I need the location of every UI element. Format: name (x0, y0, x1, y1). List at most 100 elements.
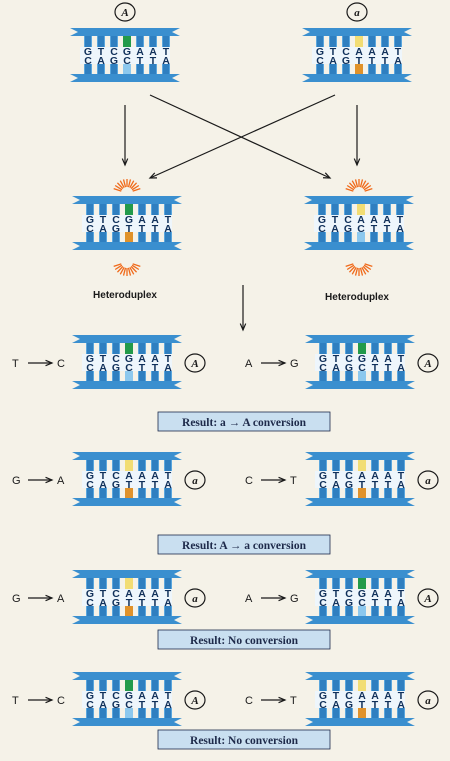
bottom-base: T (385, 479, 392, 491)
row3-result-text: Result: No conversion (190, 735, 299, 747)
mismatch-bottom-block (358, 369, 366, 381)
bottom-base: A (329, 55, 337, 67)
label-band (315, 691, 405, 708)
bottom-base: G (110, 55, 118, 67)
top-base: G (358, 588, 366, 600)
lower-backbone (305, 718, 415, 726)
bottom-base: C (316, 55, 324, 67)
arrow-cross-1-head (322, 172, 332, 179)
bottom-base: T (139, 699, 146, 711)
top-base: A (384, 690, 392, 702)
top-left-allele-label: A (120, 7, 128, 19)
row2-result-box (157, 629, 331, 650)
top-base: G (319, 690, 327, 702)
top-base: G (86, 690, 94, 702)
burst-ray (359, 179, 364, 188)
lower-backbone (72, 242, 182, 250)
bottom-base: T (139, 223, 146, 235)
burst-ray (345, 263, 354, 267)
bottom-base: C (86, 479, 94, 491)
mismatch-top-block (358, 578, 366, 590)
row1-result-text: Result: A → a conversion (182, 540, 307, 552)
bottom-base: A (164, 362, 172, 374)
row0-result-text: Result: a → A conversion (182, 417, 307, 429)
burst-ray (346, 264, 355, 271)
row2-left-allele-label: a (192, 593, 198, 605)
bottom-base: A (99, 223, 107, 235)
burst-ray (132, 263, 141, 267)
row0-left-to: C (57, 358, 65, 370)
bottom-base: T (152, 362, 159, 374)
top-base: C (112, 214, 120, 226)
top-base: C (345, 588, 353, 600)
burst-ray (348, 265, 356, 273)
top-base: A (358, 470, 366, 482)
burst-ray (362, 265, 370, 273)
bottom-base: T (126, 479, 133, 491)
burst-ray (122, 179, 127, 188)
row0-right-allele-circle (417, 353, 439, 373)
burst-ray (364, 188, 373, 192)
row3-right-from: C (245, 695, 253, 707)
mismatch-bottom-block (125, 230, 133, 242)
row3-left-from: T (12, 695, 19, 707)
top-base: A (368, 46, 376, 58)
bottom-base: T (152, 223, 159, 235)
bottom-base: C (319, 597, 327, 609)
mismatch-bottom-block (358, 604, 366, 616)
left-burst-top (113, 179, 141, 192)
upper-backbone (72, 452, 182, 460)
row3-left-arrow-head (45, 696, 54, 704)
bottom-base: G (345, 479, 353, 491)
bottom-base: C (357, 223, 365, 235)
right-burst-bottom (345, 263, 373, 276)
upper-backbone (72, 335, 182, 343)
mismatch-top-block (125, 343, 133, 355)
bottom-base: T (126, 223, 133, 235)
bottom-base: A (164, 223, 172, 235)
burst-ray (364, 263, 373, 267)
bottom-base: A (99, 362, 107, 374)
row3-left-to: C (57, 695, 65, 707)
mismatch-top-block (125, 204, 133, 216)
top-base: A (370, 214, 378, 226)
lower-backbone (305, 381, 415, 389)
top-base: A (151, 470, 159, 482)
bottom-base: T (359, 479, 366, 491)
burst-ray (351, 180, 357, 189)
bottom-base: A (397, 597, 405, 609)
burst-ray (362, 182, 370, 190)
row1-right-from: C (245, 475, 253, 487)
mismatch-bottom-block (358, 486, 366, 498)
arrow-center-down-head (239, 323, 247, 332)
bottom-base: T (382, 55, 389, 67)
row0-left-arrow-head (45, 359, 54, 367)
bottom-base: G (112, 362, 120, 374)
label-band (82, 354, 172, 371)
arrow-left-down-head (121, 158, 129, 167)
label-band (82, 215, 172, 232)
bottom-base: T (359, 699, 366, 711)
mismatch-bottom-block (358, 706, 366, 718)
bottom-base: A (162, 55, 170, 67)
bottom-base: C (86, 597, 94, 609)
top-right-allele-circle (346, 2, 368, 22)
top-base: A (138, 214, 146, 226)
label-band (80, 47, 170, 64)
top-base: C (112, 588, 120, 600)
row0-right-from: A (245, 358, 253, 370)
bottom-base: T (385, 699, 392, 711)
top-base: A (381, 46, 389, 58)
row1-left-to: A (57, 475, 65, 487)
burst-ray (346, 184, 355, 191)
burst-ray (351, 266, 357, 275)
bottom-base: G (342, 55, 350, 67)
top-base: C (112, 353, 120, 365)
top-base: T (98, 46, 105, 58)
burst-ray (119, 266, 125, 275)
top-base: T (333, 470, 340, 482)
bottom-base: T (372, 699, 379, 711)
top-base: T (100, 214, 107, 226)
